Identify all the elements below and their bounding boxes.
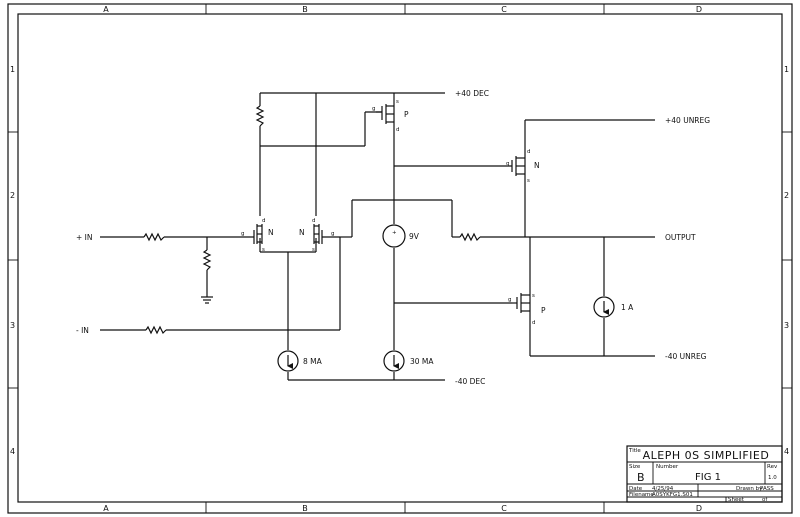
label-n-diff-left: N — [268, 228, 274, 237]
pin-g-p-driver: g — [372, 106, 376, 112]
voltage-source-9v: + — [382, 224, 406, 248]
label-30ma: 30 MA — [410, 357, 434, 366]
zone-col-b-bottom: B — [302, 504, 308, 513]
pin-d-diff-left: d — [262, 218, 266, 224]
zone-col-d-top: D — [696, 5, 702, 14]
title-block-title: ALEPH 0S SIMPLIFIED — [643, 449, 770, 462]
title-block-size: B — [637, 471, 645, 484]
pin-s-diff-left: s — [262, 247, 265, 253]
zone-col-a-bottom: A — [103, 504, 109, 513]
pin-s-diff-right: s — [312, 247, 315, 253]
label-8ma: 8 MA — [303, 357, 323, 366]
net-label-pos-40-unreg: +40 UNREG — [665, 116, 710, 125]
wires — [100, 92, 655, 381]
net-label-pos-in: + IN — [76, 233, 93, 242]
zone-col-c-top: C — [501, 5, 507, 14]
pin-d-p-output: d — [532, 320, 536, 326]
label-9v: 9V — [409, 232, 420, 241]
net-label-neg-40-dec: -40 DEC — [455, 377, 485, 386]
pin-d-diff-right: d — [312, 218, 316, 224]
pin-g-p-output: g — [508, 297, 512, 303]
zone-row-1-right: 1 — [784, 65, 789, 74]
zone-col-d-bottom: D — [696, 504, 702, 513]
label-1a: 1 A — [621, 303, 634, 312]
drawing-frame — [7, 3, 793, 514]
resistor-shunt — [202, 249, 212, 271]
zone-row-3-left: 3 — [10, 321, 15, 330]
zone-col-c-bottom: C — [501, 504, 507, 513]
pin-g-diff-right: g — [331, 231, 335, 237]
zone-row-1-left: 1 — [10, 65, 15, 74]
p-mosfet-driver — [376, 104, 395, 124]
title-block-sheet-of: of — [762, 497, 768, 503]
title-block-number: FIG 1 — [695, 472, 721, 483]
net-label-pos-40-dec: +40 DEC — [455, 89, 489, 98]
title-block-rev-label: Rev — [767, 464, 778, 470]
zone-col-a-top: A — [103, 5, 109, 14]
pin-d-p-driver: d — [396, 127, 400, 133]
title-block-rev: 1.0 — [768, 475, 777, 481]
label-p-output: P — [541, 306, 546, 315]
label-p-driver: P — [404, 110, 409, 119]
resistor-load-top — [255, 105, 265, 127]
pin-d-n-output: d — [527, 149, 531, 155]
resistor-input-neg — [145, 325, 167, 335]
title-block-filename-label: Filename — [629, 492, 654, 498]
pin-s-p-output: s — [532, 293, 535, 299]
pin-g-n-output: g — [506, 161, 510, 167]
resistor-output — [459, 232, 481, 242]
pin-g-diff-left: g — [241, 231, 245, 237]
title-block — [626, 445, 783, 503]
zone-row-4-left: 4 — [10, 447, 15, 456]
current-source-8ma — [277, 350, 299, 372]
title-block-drawn-by-label: Drawn by — [736, 486, 763, 492]
title-block-title-label: Title — [628, 448, 641, 454]
n-mosfet-output — [511, 156, 526, 176]
zone-row-2-left: 2 — [10, 191, 15, 200]
net-label-neg-40-unreg: -40 UNREG — [665, 352, 707, 361]
zone-row-2-right: 2 — [784, 191, 789, 200]
label-n-output: N — [534, 161, 540, 170]
title-block-date: 4/25/94 — [652, 486, 674, 492]
zone-col-b-top: B — [302, 5, 308, 14]
current-source-30ma — [383, 350, 405, 372]
zone-row-4-right: 4 — [784, 447, 789, 456]
n-mosfet-diff-right — [313, 224, 323, 244]
pin-s-n-output: s — [527, 178, 530, 184]
title-block-date-label: Date — [629, 486, 643, 492]
n-mosfet-diff-left — [253, 224, 263, 244]
net-label-output: OUTPUT — [665, 233, 696, 242]
title-block-size-label: Size — [629, 464, 641, 470]
pin-s-p-driver: s — [396, 99, 399, 105]
title-block-filename: A0SYKFG1.S01 — [652, 492, 693, 498]
title-block-number-label: Number — [656, 464, 679, 470]
svg-text:+: + — [392, 230, 397, 236]
p-mosfet-output — [512, 293, 531, 313]
net-label-neg-in: - IN — [76, 326, 89, 335]
zone-row-3-right: 3 — [784, 321, 789, 330]
label-n-diff-right: N — [299, 228, 305, 237]
title-block-drawn-by: PASS — [760, 486, 774, 492]
title-block-sheet-label: Sheet — [728, 497, 745, 503]
resistor-input-pos — [143, 232, 165, 242]
current-source-1a — [593, 296, 615, 318]
